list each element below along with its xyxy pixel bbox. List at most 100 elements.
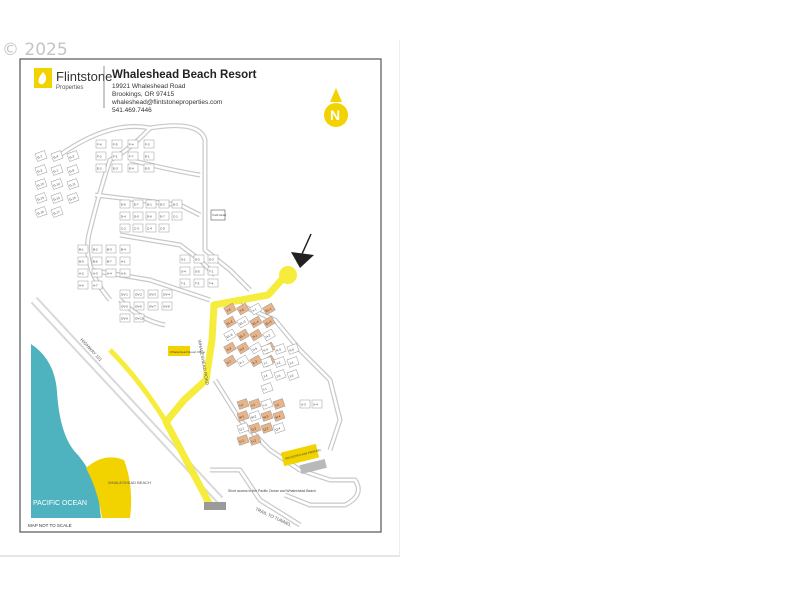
unit-footprint[interactable] <box>145 223 157 233</box>
unit-footprint[interactable] <box>77 268 89 278</box>
unit-footprint[interactable] <box>179 266 191 276</box>
unit[interactable]: T-3 <box>193 278 205 288</box>
unit[interactable]: Q-1 <box>236 422 250 434</box>
unit-footprint[interactable] <box>119 223 131 233</box>
unit[interactable]: EL-1 <box>262 302 276 316</box>
unit-footprint[interactable] <box>158 223 170 233</box>
unit[interactable]: G-4 <box>50 150 64 162</box>
unit[interactable]: B-3 <box>105 244 117 254</box>
unit-footprint[interactable] <box>223 315 237 329</box>
unit[interactable]: H-5 <box>249 341 263 355</box>
unit-footprint[interactable] <box>132 199 144 209</box>
unit-footprint[interactable] <box>236 328 250 342</box>
unit-footprint[interactable] <box>179 254 191 264</box>
unit-footprint[interactable] <box>111 163 123 173</box>
unit-footprint[interactable] <box>207 278 219 288</box>
unit[interactable]: E-6 <box>119 199 131 209</box>
unit[interactable]: U-1 <box>236 434 250 446</box>
unit-footprint[interactable] <box>193 266 205 276</box>
unit[interactable]: G-3 <box>66 150 80 162</box>
unit[interactable]: EL-5 <box>262 315 276 329</box>
unit[interactable]: A-5 <box>119 268 131 278</box>
unit-footprint[interactable] <box>236 315 250 329</box>
unit[interactable]: C-4 <box>145 223 157 233</box>
unit[interactable]: T-6 <box>236 302 250 316</box>
unit-footprint[interactable] <box>119 244 131 254</box>
unit-footprint[interactable] <box>273 356 287 368</box>
unit[interactable]: OV-1 <box>119 289 131 299</box>
unit-footprint[interactable] <box>50 178 64 190</box>
unit[interactable]: J-1 <box>260 356 274 368</box>
unit[interactable]: E-3 <box>111 163 123 173</box>
unit[interactable]: J-2 <box>273 356 287 368</box>
unit[interactable]: K-4 <box>260 343 274 355</box>
unit[interactable]: D-5 <box>132 211 144 221</box>
unit-footprint[interactable] <box>273 343 287 355</box>
unit[interactable]: C-2 <box>119 223 131 233</box>
unit[interactable]: I-5 <box>272 398 286 410</box>
unit-footprint[interactable] <box>119 301 131 311</box>
unit-footprint[interactable] <box>171 199 183 209</box>
unit[interactable]: A-7 <box>91 280 103 290</box>
unit[interactable]: K-5 <box>273 343 287 355</box>
unit[interactable]: T-2 <box>179 278 191 288</box>
unit[interactable]: B-1 <box>77 244 89 254</box>
unit[interactable]: OV-10 <box>133 313 145 323</box>
unit-footprint[interactable] <box>262 328 276 342</box>
unit[interactable]: E-5 <box>143 163 155 173</box>
unit-footprint[interactable] <box>50 164 64 176</box>
unit[interactable]: Q-2 <box>248 422 262 434</box>
unit-footprint[interactable] <box>236 398 250 410</box>
unit-footprint[interactable] <box>248 434 262 446</box>
unit-footprint[interactable] <box>145 199 157 209</box>
unit[interactable]: B-6 <box>91 256 103 266</box>
unit[interactable]: I-1 <box>260 382 274 394</box>
unit[interactable]: E-2 <box>95 163 107 173</box>
unit-footprint[interactable] <box>260 369 274 381</box>
unit[interactable]: M-4 <box>272 410 286 422</box>
unit[interactable]: H-3 <box>223 341 237 355</box>
unit[interactable]: OV-9 <box>119 313 131 323</box>
unit-footprint[interactable] <box>34 164 48 176</box>
unit-footprint[interactable] <box>127 163 139 173</box>
unit-footprint[interactable] <box>273 369 287 381</box>
unit[interactable]: J-3 <box>286 356 300 368</box>
unit-footprint[interactable] <box>34 192 48 204</box>
unit[interactable]: OV-4 <box>161 289 173 299</box>
unit-footprint[interactable] <box>66 164 80 176</box>
unit-footprint[interactable] <box>91 244 103 254</box>
unit-footprint[interactable] <box>147 301 159 311</box>
unit[interactable]: OV-8 <box>161 301 173 311</box>
unit[interactable]: H-7 <box>223 354 237 368</box>
unit[interactable]: H-4 <box>236 341 250 355</box>
unit-footprint[interactable] <box>161 301 173 311</box>
unit-footprint[interactable] <box>171 211 183 221</box>
unit-footprint[interactable] <box>127 139 139 149</box>
unit-footprint[interactable] <box>133 313 145 323</box>
unit-footprint[interactable] <box>91 268 103 278</box>
unit[interactable]: T-4 <box>207 278 219 288</box>
unit[interactable]: B-4 <box>119 244 131 254</box>
unit[interactable]: B-2 <box>91 244 103 254</box>
unit-footprint[interactable] <box>158 211 170 221</box>
whaleshead-road[interactable] <box>162 272 289 507</box>
unit-footprint[interactable] <box>119 268 131 278</box>
unit[interactable]: U-2 <box>248 434 262 446</box>
unit[interactable]: J-5 <box>273 369 287 381</box>
unit[interactable]: A-1 <box>119 256 131 266</box>
unit-footprint[interactable] <box>286 369 300 381</box>
unit[interactable]: G-1 <box>50 164 64 176</box>
unit-footprint[interactable] <box>236 341 250 355</box>
unit-footprint[interactable] <box>66 150 80 162</box>
unit[interactable]: G-12 <box>50 178 64 190</box>
unit-footprint[interactable] <box>236 434 250 446</box>
unit[interactable]: S-5 <box>193 266 205 276</box>
unit[interactable]: S-3 <box>207 254 219 264</box>
unit-footprint[interactable] <box>143 139 155 149</box>
unit[interactable]: F-5 <box>111 139 123 149</box>
unit-footprint[interactable] <box>249 315 263 329</box>
unit-footprint[interactable] <box>145 211 157 221</box>
unit[interactable]: U-3 <box>299 399 311 409</box>
unit[interactable]: D-6 <box>145 211 157 221</box>
